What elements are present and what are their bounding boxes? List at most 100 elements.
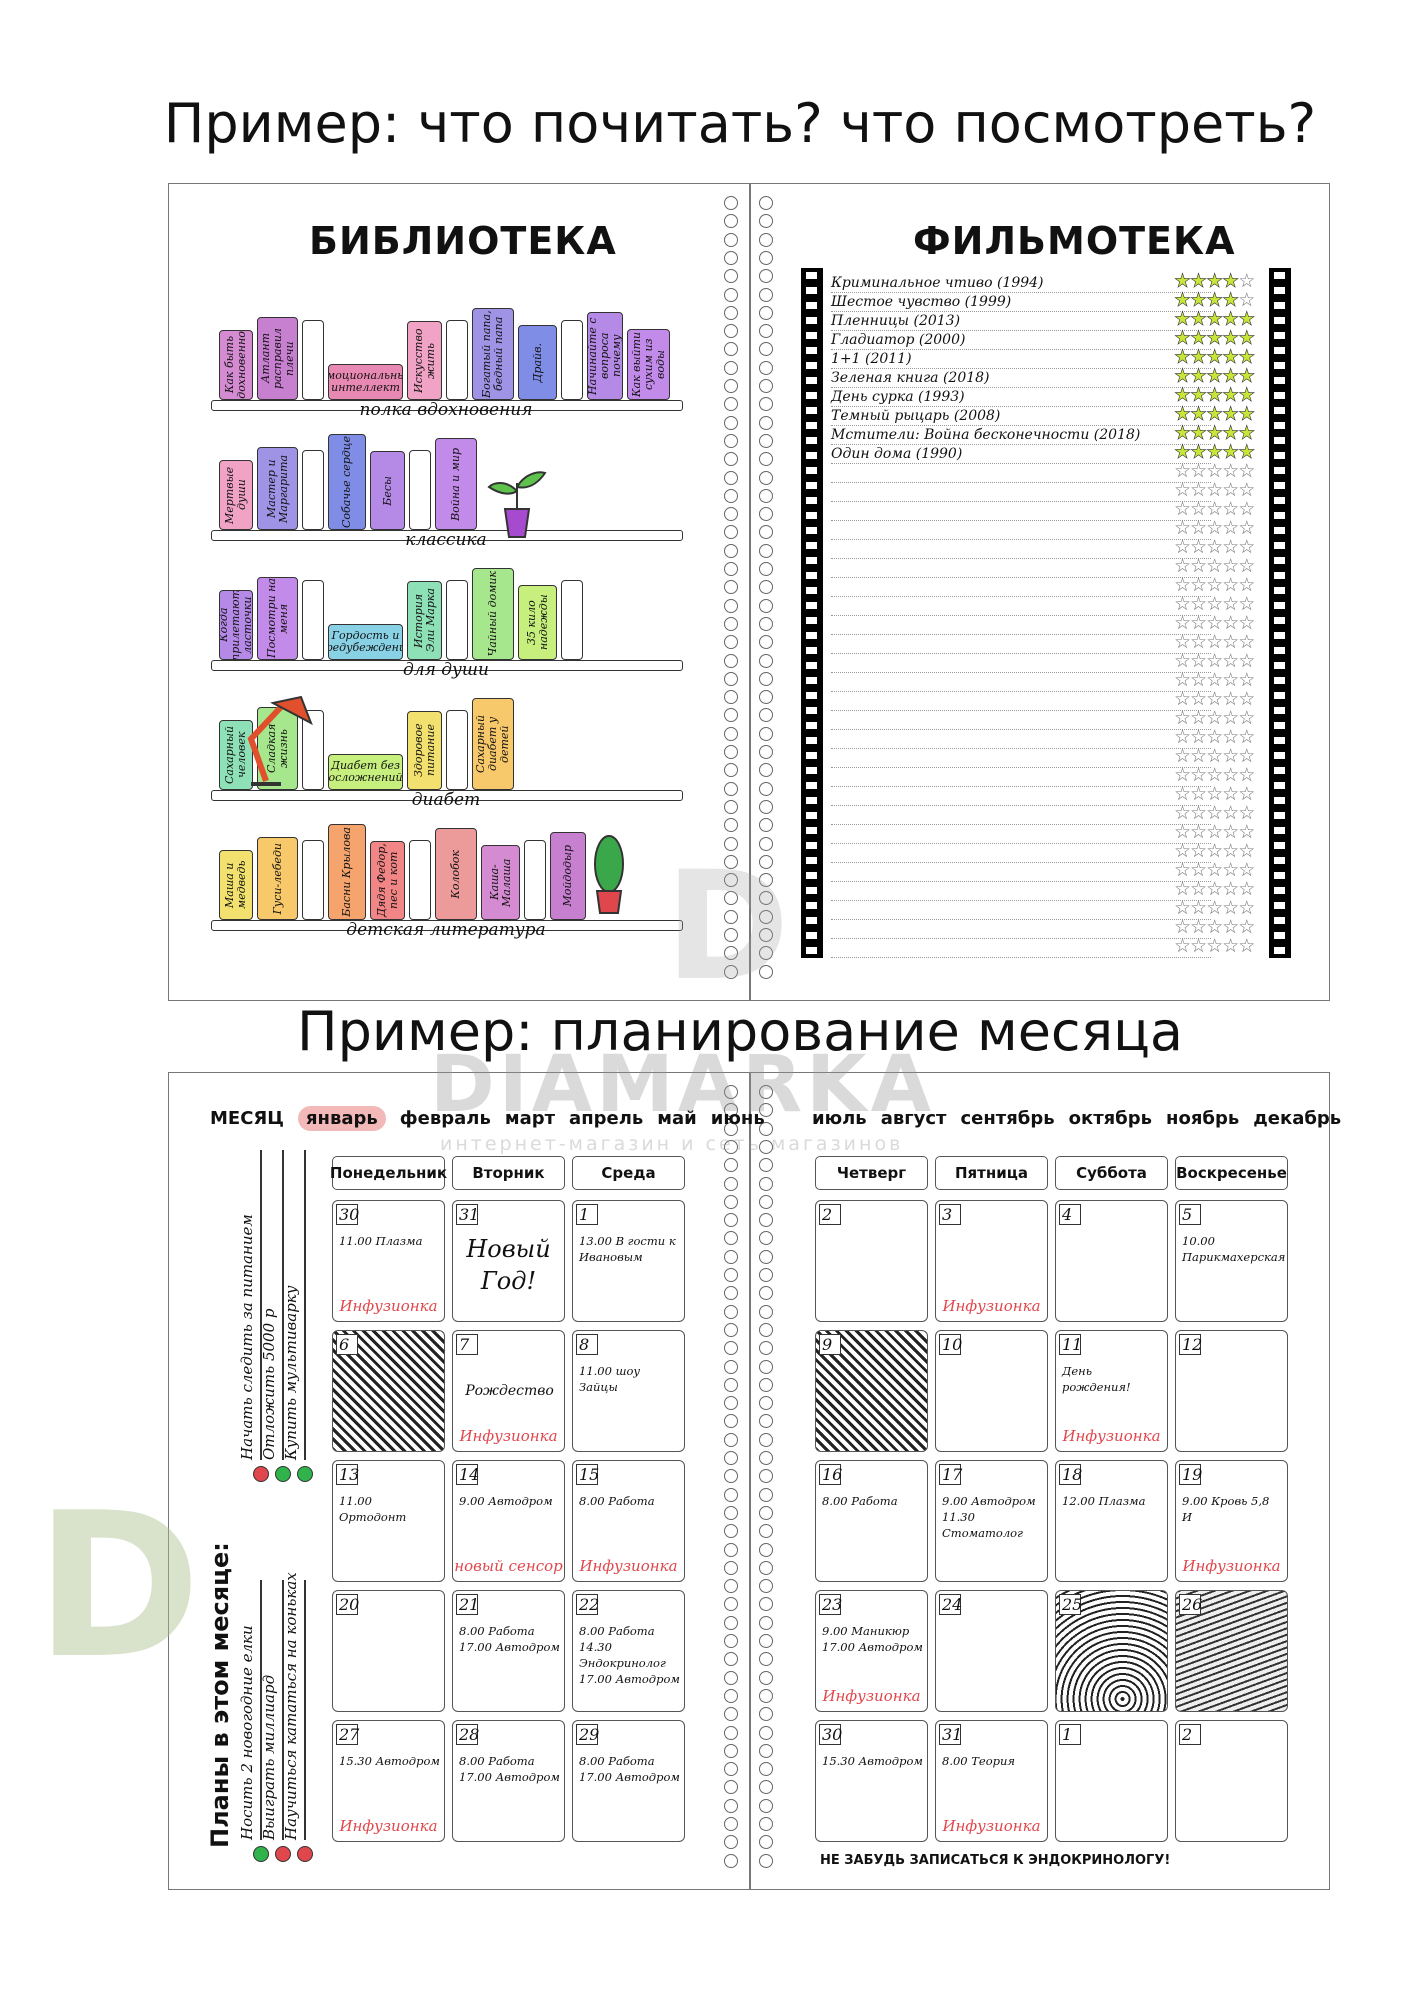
star-empty-icon: ☆ xyxy=(1222,593,1239,615)
day-number: 31 xyxy=(456,1204,479,1225)
ring-hole xyxy=(759,1451,773,1465)
star-empty-icon: ☆ xyxy=(1238,897,1255,919)
star-empty-icon: ☆ xyxy=(1206,802,1223,824)
day-number: 16 xyxy=(819,1464,842,1485)
plan-item: Носить 2 новогодние елки xyxy=(238,1625,256,1840)
ring-hole xyxy=(759,1432,773,1447)
rating-stars: ☆☆☆☆☆ xyxy=(1174,707,1255,729)
month-planner-spread xyxy=(168,1072,1330,1890)
ring-hole xyxy=(724,1743,738,1758)
day-event: 11.00 Ортодонт xyxy=(339,1494,407,1524)
book-title: Искусство жить xyxy=(411,328,437,393)
ring-hole xyxy=(759,690,773,705)
ring-hole xyxy=(759,1524,773,1539)
ring-hole xyxy=(759,836,773,851)
ring-hole xyxy=(724,671,738,686)
film-strip-hole xyxy=(806,467,817,474)
star-empty-icon: ☆ xyxy=(1222,669,1239,691)
book-blank xyxy=(446,710,468,790)
ring-hole xyxy=(724,324,738,339)
ring-hole xyxy=(724,1835,738,1850)
film-row xyxy=(831,578,1211,597)
film-strip-hole xyxy=(806,317,817,324)
calendar-day: 20 xyxy=(332,1590,445,1712)
filmoteka-title: ФИЛЬМОТЕКА xyxy=(913,219,1236,263)
ring-hole xyxy=(759,1615,773,1630)
film-strip-hole xyxy=(1274,467,1285,474)
star-empty-icon: ☆ xyxy=(1222,612,1239,634)
star-empty-icon: ☆ xyxy=(1238,688,1255,710)
shelf-board xyxy=(211,400,683,411)
month-4: май xyxy=(657,1108,697,1129)
ring-hole xyxy=(759,1377,773,1392)
day-number: 17 xyxy=(939,1464,962,1485)
book-blank xyxy=(302,840,324,920)
day-event: 13.00 В гости к Ивановым xyxy=(579,1234,676,1264)
day-number: 15 xyxy=(576,1464,599,1485)
film-strip-hole xyxy=(806,647,817,654)
rating-stars: ★★★★★ xyxy=(1174,385,1256,405)
film-strip-hole xyxy=(806,857,817,864)
film-strip-hole xyxy=(1274,947,1285,954)
ring-hole xyxy=(759,1597,773,1612)
rating-stars: ★★★★★ xyxy=(1174,423,1256,443)
day-number: 7 xyxy=(456,1334,478,1355)
month-7: август xyxy=(880,1108,947,1129)
month-9: октябрь xyxy=(1068,1108,1153,1129)
ring-hole xyxy=(759,616,773,631)
book: Мастер и Маргарита xyxy=(257,447,298,530)
film-row: Зеленая книга (2018) xyxy=(831,369,1211,388)
film-row xyxy=(831,616,1211,635)
film-strip-hole xyxy=(1274,407,1285,414)
watermark-sub: интернет-магазин и сеть магазинов xyxy=(440,1133,904,1155)
ring-hole xyxy=(724,379,738,393)
ring-hole xyxy=(759,1176,773,1191)
film-strip-hole xyxy=(1274,707,1285,714)
star-empty-icon: ☆ xyxy=(1190,536,1207,558)
star-empty-icon: ☆ xyxy=(1174,707,1191,729)
star-empty-icon: ☆ xyxy=(1174,878,1191,900)
book: Мойдодыр xyxy=(550,832,586,920)
star-empty-icon: ☆ xyxy=(1190,878,1207,900)
film-strip-hole xyxy=(806,632,817,639)
ring-hole xyxy=(724,946,738,961)
star-empty-icon: ☆ xyxy=(1174,479,1191,501)
ring-hole xyxy=(724,269,738,284)
star-empty-icon: ☆ xyxy=(1190,460,1207,482)
ring-hole xyxy=(759,964,773,979)
film-name: Один дома (1990) xyxy=(831,446,963,462)
film-row: 1+1 (2011) xyxy=(831,350,1211,369)
ring-hole xyxy=(724,1194,738,1209)
film-strip-hole xyxy=(1274,557,1285,564)
star-filled-icon: ★ xyxy=(1190,270,1208,292)
ring-hole xyxy=(724,1377,738,1392)
endocrinologist-reminder: НЕ ЗАБУДЬ ЗАПИСАТЬСЯ К ЭНДОКРИНОЛОГУ! xyxy=(820,1853,1171,1868)
day-number: 14 xyxy=(456,1464,479,1485)
book-title: Эмоциональный интеллект xyxy=(329,369,402,394)
calendar-day: 2 xyxy=(1175,1720,1288,1842)
day-number: 29 xyxy=(576,1724,599,1745)
ring-hole xyxy=(724,1158,738,1173)
star-empty-icon: ☆ xyxy=(1174,669,1191,691)
film-row xyxy=(831,711,1211,730)
star-empty-icon: ☆ xyxy=(1222,498,1239,520)
book: Богатый папа, бедный папа xyxy=(472,308,514,400)
watermark-brand: DIAMARKA xyxy=(430,1040,935,1130)
star-empty-icon: ☆ xyxy=(1206,783,1223,805)
film-strip-hole xyxy=(1274,872,1285,879)
day-number: 10 xyxy=(939,1334,962,1355)
star-empty-icon: ☆ xyxy=(1174,460,1191,482)
star-filled-icon: ★ xyxy=(1174,441,1192,463)
month-1: февраль xyxy=(399,1108,491,1129)
film-strip-hole xyxy=(806,422,817,429)
ring-hole xyxy=(724,1560,738,1575)
film-strip-hole xyxy=(1274,302,1285,309)
ring-hole xyxy=(724,726,738,741)
ring-hole xyxy=(759,1798,773,1813)
book-title: Сахарный диабет у детей xyxy=(474,714,511,774)
day-number: 2 xyxy=(819,1204,841,1225)
star-empty-icon: ☆ xyxy=(1174,612,1191,634)
